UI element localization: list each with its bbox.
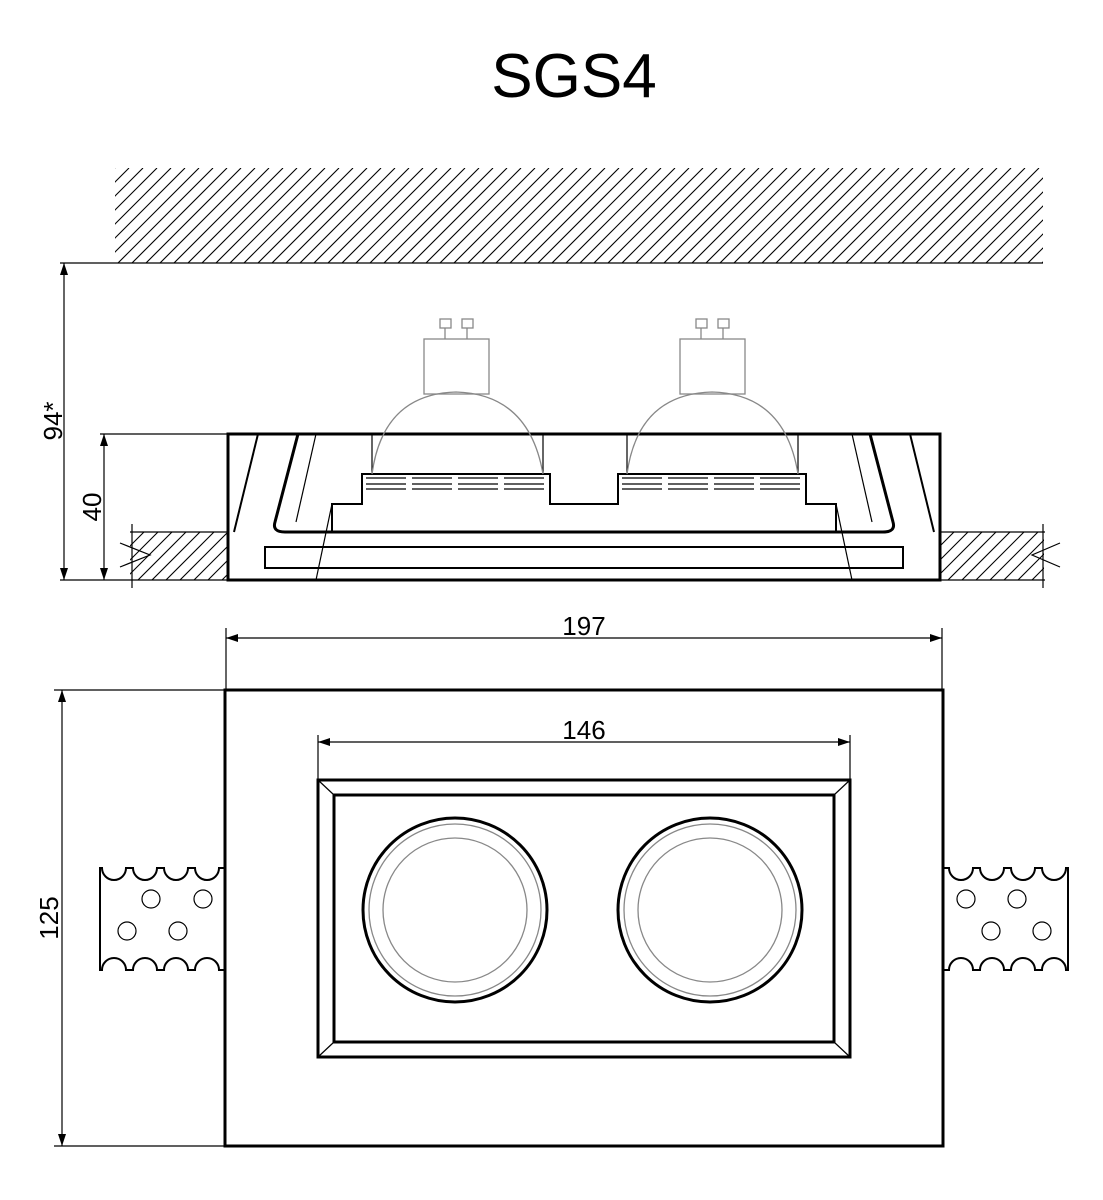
dimension-width-inner: 146 xyxy=(317,715,851,780)
outer-frame xyxy=(223,688,945,1148)
wall-slab-left xyxy=(60,524,228,588)
dimension-height-total-label: 94* xyxy=(38,401,68,440)
fixture-section xyxy=(226,432,942,582)
light-aperture-right xyxy=(616,816,804,1004)
inner-bezel xyxy=(316,778,852,1059)
lamp-gu10-left xyxy=(371,318,544,475)
wall-slab-right xyxy=(940,524,1061,588)
ceiling-hatch xyxy=(60,168,1043,264)
dimension-depth: 125 xyxy=(34,689,225,1147)
lamp-gu10-right xyxy=(626,318,799,475)
dimension-height-total: 94* xyxy=(38,263,68,580)
dimension-height-body-label: 40 xyxy=(77,493,107,522)
dimension-width-outer-label: 197 xyxy=(562,611,605,641)
dimension-width-inner-label: 146 xyxy=(562,715,605,745)
mounting-tab-left xyxy=(99,867,224,971)
light-aperture-left xyxy=(361,816,549,1004)
dimension-width-outer: 197 xyxy=(225,611,943,690)
model-title: SGS4 xyxy=(491,42,656,111)
dimension-height-body: 40 xyxy=(77,433,228,580)
mounting-tab-right xyxy=(944,867,1069,971)
dimension-depth-label: 125 xyxy=(34,896,64,939)
